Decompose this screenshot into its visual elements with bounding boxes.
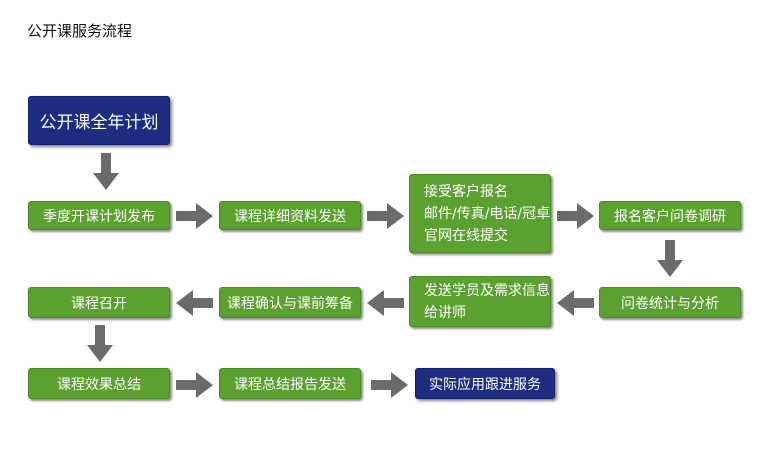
node-survey-stats-label: 问卷统计与分析	[621, 295, 719, 312]
node-quarterly-release: 季度开课计划发布	[28, 201, 170, 230]
node-course-summary: 课程效果总结	[28, 368, 170, 399]
arrow-left-icon	[557, 290, 594, 316]
node-course-held: 课程召开	[28, 287, 170, 318]
arrow-right-icon	[371, 372, 408, 398]
node-accept-registration-line-1: 接受客户报名	[424, 183, 508, 200]
arrow-down-icon	[87, 325, 113, 362]
node-follow-up: 实际应用跟进服务	[415, 368, 555, 399]
node-annual-plan-label: 公开课全年计划	[39, 113, 159, 133]
node-confirm-prep: 课程确认与课前筹备	[219, 287, 361, 318]
arrow-right-icon	[367, 203, 404, 229]
node-confirm-prep-label: 课程确认与课前筹备	[227, 295, 353, 312]
node-accept-registration: 接受客户报名 邮件/传真/电话/冠卓 官网在线提交	[409, 174, 551, 253]
node-survey: 报名客户问卷调研	[599, 201, 741, 230]
node-send-report-label: 课程总结报告发送	[234, 376, 346, 393]
node-send-to-lecturer-line-2: 给讲师	[424, 304, 466, 321]
node-send-course-info: 课程详细资料发送	[219, 201, 361, 230]
node-accept-registration-line-3: 官网在线提交	[424, 227, 508, 244]
node-send-report: 课程总结报告发送	[219, 368, 361, 399]
page-title: 公开课服务流程	[27, 22, 133, 40]
arrow-left-icon	[367, 290, 404, 316]
node-send-to-lecturer-line-1: 发送学员及需求信息	[424, 282, 550, 299]
node-send-course-info-label: 课程详细资料发送	[234, 208, 346, 225]
arrow-right-icon	[176, 203, 213, 229]
node-course-held-label: 课程召开	[71, 295, 127, 312]
arrow-right-icon	[176, 372, 213, 398]
arrow-right-icon	[557, 203, 594, 229]
node-accept-registration-line-2: 邮件/传真/电话/冠卓	[424, 205, 551, 222]
arrow-left-icon	[176, 290, 213, 316]
node-survey-stats: 问卷统计与分析	[599, 287, 741, 318]
node-follow-up-label: 实际应用跟进服务	[429, 376, 541, 393]
node-course-summary-label: 课程效果总结	[57, 376, 141, 393]
node-annual-plan: 公开课全年计划	[28, 96, 170, 145]
node-quarterly-release-label: 季度开课计划发布	[43, 208, 155, 225]
arrow-down-icon	[657, 240, 683, 277]
node-send-to-lecturer: 发送学员及需求信息 给讲师	[409, 276, 551, 327]
arrow-down-icon	[93, 153, 119, 190]
node-survey-label: 报名客户问卷调研	[614, 208, 726, 225]
